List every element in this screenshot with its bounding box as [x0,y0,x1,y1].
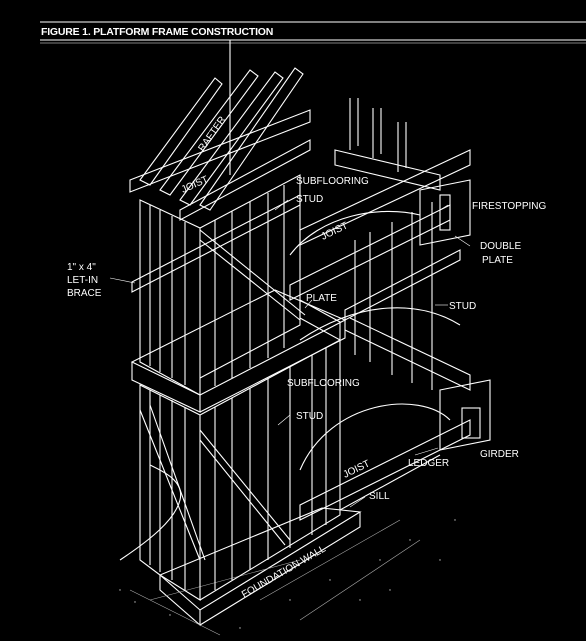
label-subflooring-mid: SUBFLOORING [287,378,360,389]
label-stud-top: STUD [296,194,323,205]
foundation-speckle [119,519,456,629]
label-joist-mid: JOIST [319,220,349,242]
label-brace-size: 1" x 4" [67,262,96,273]
title-block: FIGURE 1. PLATFORM FRAME CONSTRUCTION [40,21,586,44]
label-subflooring-top: SUBFLOORING [296,176,369,187]
figure-title: FIGURE 1. PLATFORM FRAME CONSTRUCTION [41,26,273,38]
top-studs [334,98,441,191]
upper-joists: JOIST [289,149,471,301]
label-double: DOUBLE [480,241,521,252]
label-firestopping: FIRESTOPPING [472,201,546,212]
label-stud-right: STUD [449,301,476,312]
label-stud-mid: STUD [296,411,323,422]
label-joist-top: JOIST [180,174,210,196]
roof-rafters: RAFTER JOIST [129,40,311,221]
label-let-in: LET-IN [67,275,98,286]
second-floor-platform [130,289,491,451]
label-plate: PLATE [306,293,337,304]
label-joist-bottom: JOIST [341,458,371,480]
leader-lines [109,199,471,508]
foundation-wall: FOUNDATION WALL [119,464,456,636]
lower-wall-framing [139,339,341,601]
label-sill: SILL [369,491,390,502]
upper-wall-framing [131,174,306,396]
label-plate-double: PLATE [482,255,513,266]
label-brace: BRACE [67,288,102,299]
label-ledger: LEDGER [408,458,449,469]
right-wall-studs [299,202,461,390]
label-girder: GIRDER [480,449,519,460]
